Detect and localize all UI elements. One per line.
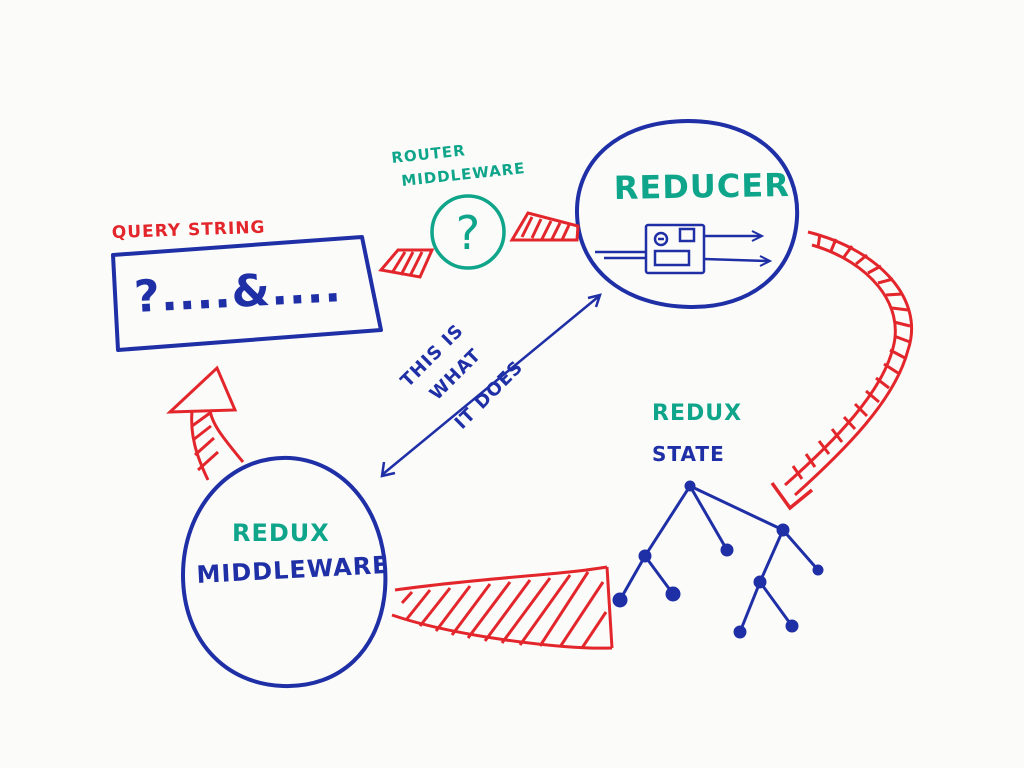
router-to-query-arrow [381,250,432,277]
query-string-box: ?....&.... [113,237,381,350]
reducer-to-state-arrow [772,232,912,508]
annotation-text: THIS IS WHAT IT DOES [397,320,528,433]
query-string-value: ?....&.... [133,261,343,323]
reducer-to-router-arrow [512,213,578,240]
reducer-label: REDUCER [613,166,790,207]
middleware-to-query-arrow [170,368,243,480]
router-middleware-node: ? [432,196,504,268]
redux-middleware-label-line2: MIDDLEWARE [196,551,390,589]
redux-middleware-label-line1: REDUX [232,519,330,547]
machine-icon [595,225,770,273]
query-string-label: QUERY STRING [111,218,265,243]
router-question-mark: ? [456,206,480,260]
redux-state-label-line1: REDUX [652,401,742,426]
redux-middleware-node: REDUX MIDDLEWARE [183,458,390,686]
redux-state-label-line2: STATE [652,442,725,466]
router-middleware-label-line1: ROUTER [391,141,467,167]
state-to-middleware-arrow [392,567,612,648]
reducer-node: REDUCER [577,121,797,307]
